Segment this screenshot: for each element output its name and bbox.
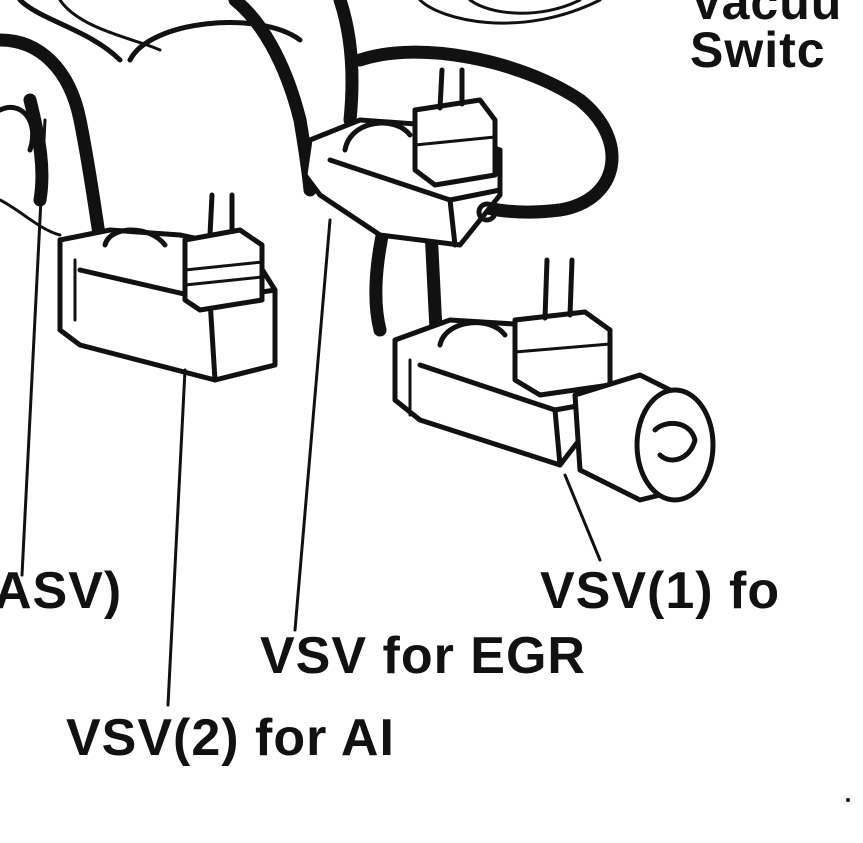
upper-tubing [0, 0, 602, 237]
vsv1-solenoid [392, 257, 716, 503]
leader-lines [20, 118, 602, 707]
vacuum-switch-label: Vacuu Switc [690, 0, 843, 78]
vsv-egr-label: VSV for EGR [260, 627, 586, 685]
vsv2-label: VSV(2) for AI [66, 709, 395, 767]
vsv-egr-solenoid [302, 67, 503, 248]
vsv1-label: VSV(1) fo [540, 562, 781, 620]
stray-dot [846, 798, 850, 802]
vacuum-switch-label-line1: Vacuu [690, 0, 843, 30]
asv-label: ASV) [0, 562, 123, 620]
vacuum-switch-label-line2: Switc [690, 22, 826, 78]
vsv2-solenoid [57, 192, 278, 383]
